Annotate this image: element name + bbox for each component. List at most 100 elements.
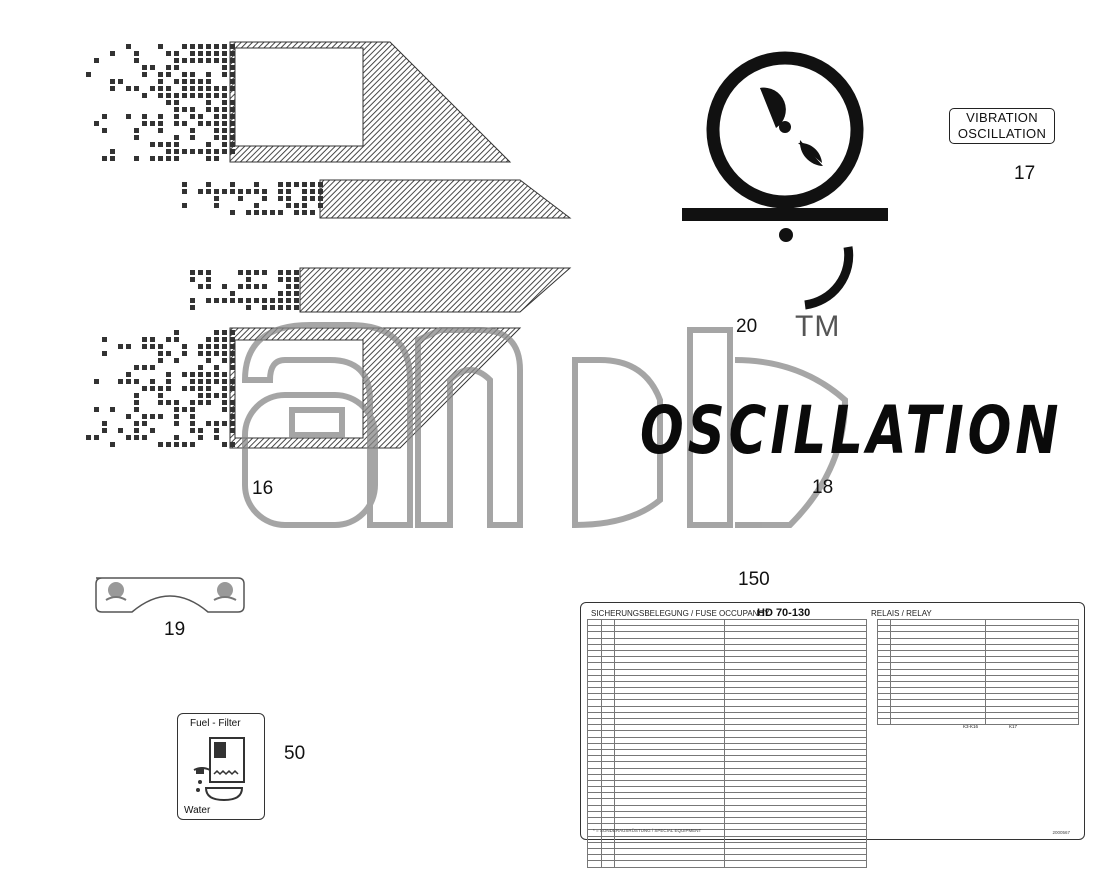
dissolve-pixel xyxy=(190,128,195,133)
dissolve-pixel xyxy=(222,379,227,384)
dissolve-pixel xyxy=(190,270,195,275)
dissolve-pixel xyxy=(222,128,227,133)
dissolve-pixel xyxy=(166,379,171,384)
dissolve-pixel xyxy=(118,344,123,349)
dissolve-pixel xyxy=(190,298,195,303)
dissolve-pixel xyxy=(294,305,299,310)
dissolve-pixel xyxy=(222,330,227,335)
dissolve-pixel xyxy=(166,51,171,56)
dissolve-pixel xyxy=(246,298,251,303)
dissolve-pixel xyxy=(182,407,187,412)
dissolve-pixel xyxy=(230,51,235,56)
dissolve-pixel xyxy=(222,65,227,70)
dissolve-pixel xyxy=(174,442,179,447)
dissolve-pixel xyxy=(214,421,219,426)
dissolve-pixel xyxy=(94,435,99,440)
dissolve-pixel xyxy=(206,270,211,275)
callout-150: 150 xyxy=(738,569,770,590)
dissolve-pixel xyxy=(142,386,147,391)
dissolve-pixel xyxy=(214,135,219,140)
fuse-table xyxy=(587,618,867,868)
dissolve-pixel xyxy=(206,358,211,363)
water-label: Water xyxy=(184,805,211,816)
dissolve-pixel xyxy=(190,442,195,447)
dissolve-pixel xyxy=(230,182,235,187)
fuse-model: HD 70-130 xyxy=(757,607,811,619)
dissolve-pixel xyxy=(254,284,259,289)
dissolve-pixel xyxy=(214,86,219,91)
dissolve-pixel xyxy=(230,428,235,433)
callout-18: 18 xyxy=(812,477,834,498)
dissolve-pixel xyxy=(134,400,139,405)
dissolve-pixel xyxy=(174,51,179,56)
dissolve-pixel xyxy=(198,93,203,98)
dissolve-pixel xyxy=(246,284,251,289)
dissolve-pixel xyxy=(246,277,251,282)
dissolve-pixel xyxy=(182,44,187,49)
dissolve-pixel xyxy=(174,58,179,63)
watermark-logo xyxy=(241,322,849,529)
dissolve-pixel xyxy=(214,330,219,335)
dissolve-pixel xyxy=(278,182,283,187)
dissolve-pixel xyxy=(158,128,163,133)
table-cell xyxy=(614,860,726,868)
dissolve-pixel xyxy=(222,407,227,412)
dissolve-pixel xyxy=(158,156,163,161)
dissolve-pixel xyxy=(134,393,139,398)
dissolve-pixel xyxy=(222,358,227,363)
dissolve-pixel xyxy=(278,298,283,303)
dissolve-pixel xyxy=(230,189,235,194)
dissolve-pixel xyxy=(222,337,227,342)
dissolve-pixel xyxy=(238,189,243,194)
dissolve-pixel xyxy=(230,79,235,84)
dissolve-pixel xyxy=(222,298,227,303)
dissolve-pixel xyxy=(230,135,235,140)
dissolve-pixel xyxy=(174,100,179,105)
dissolve-pixel xyxy=(198,372,203,377)
dissolve-pixel xyxy=(230,351,235,356)
dissolve-pixel xyxy=(206,393,211,398)
dissolve-pixel xyxy=(134,428,139,433)
dissolve-pixel xyxy=(214,128,219,133)
dissolve-pixel xyxy=(190,93,195,98)
dissolve-pixel xyxy=(182,121,187,126)
dissolve-pixel xyxy=(206,421,211,426)
dissolve-pixel xyxy=(150,414,155,419)
dissolve-pixel xyxy=(286,277,291,282)
dissolve-pixel xyxy=(190,386,195,391)
oscillation-decal-18: OSCILLATION xyxy=(640,392,1063,469)
dissolve-pixel xyxy=(262,196,267,201)
dissolve-pixel xyxy=(206,284,211,289)
dissolve-pixel xyxy=(174,79,179,84)
dissolve-pixel xyxy=(222,58,227,63)
dissolve-pixel xyxy=(206,100,211,105)
dissolve-pixel xyxy=(214,196,219,201)
dissolve-pixel xyxy=(190,277,195,282)
callout-20: 20 xyxy=(736,316,758,337)
dissolve-pixel xyxy=(190,379,195,384)
dissolve-pixel xyxy=(318,203,323,208)
dissolve-pixel xyxy=(142,344,147,349)
dissolve-pixel xyxy=(190,72,195,77)
dissolve-pixel xyxy=(166,93,171,98)
dissolve-pixel xyxy=(302,189,307,194)
dissolve-pixel xyxy=(206,277,211,282)
vibration-oscillation-label-17: VIBRATION OSCILLATION xyxy=(949,108,1055,144)
dissolve-pixel xyxy=(262,305,267,310)
dissolve-pixel xyxy=(278,196,283,201)
dissolve-pixel xyxy=(230,86,235,91)
dissolve-pixel xyxy=(126,114,131,119)
dissolve-pixel xyxy=(142,421,147,426)
dissolve-pixel xyxy=(102,114,107,119)
dissolve-pixel xyxy=(206,386,211,391)
dissolve-pixel xyxy=(230,72,235,77)
dissolve-pixel xyxy=(134,156,139,161)
dissolve-pixel xyxy=(230,65,235,70)
fuel-pump-icon xyxy=(193,737,245,802)
dissolve-pixel xyxy=(206,72,211,77)
dissolve-pixel xyxy=(166,351,171,356)
dissolve-pixel xyxy=(246,189,251,194)
dissolve-pixel xyxy=(102,337,107,342)
dissolve-pixel xyxy=(230,58,235,63)
callout-17: 17 xyxy=(1014,163,1036,184)
